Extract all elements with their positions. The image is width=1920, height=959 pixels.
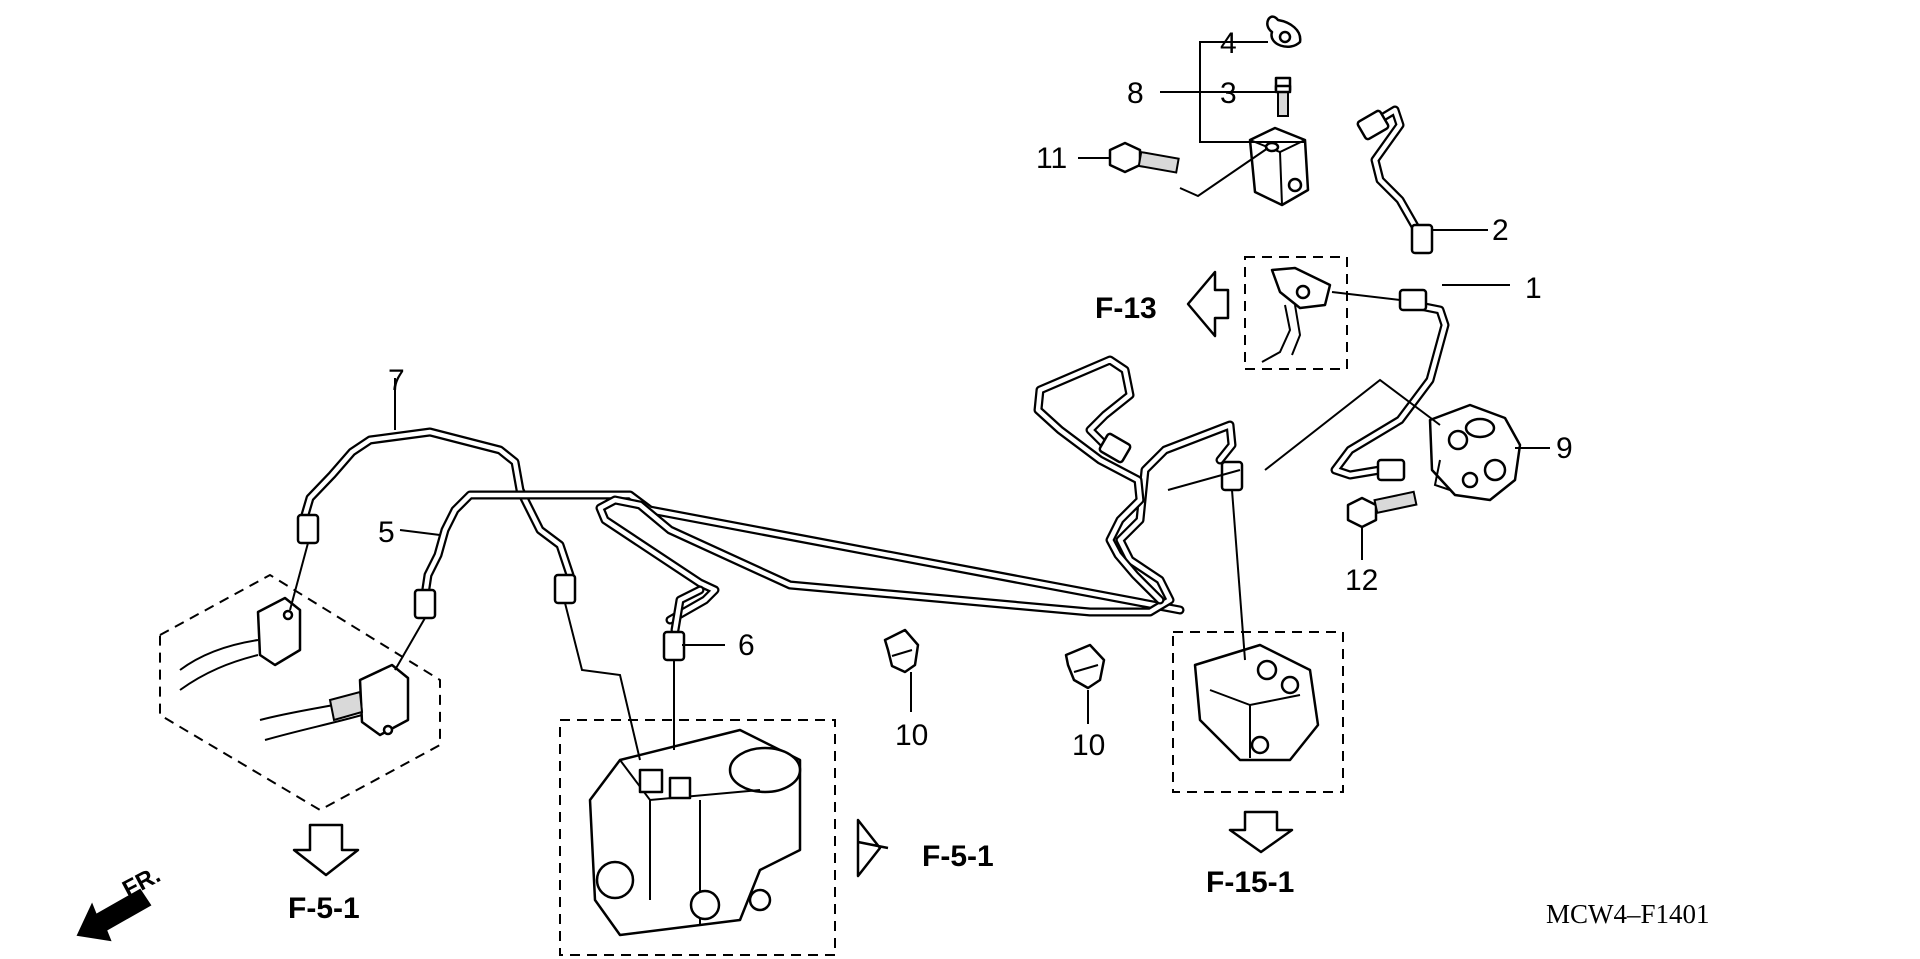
callout-labels: 1 2 3 4 5 6 7 8 9 10 10 11 12 xyxy=(378,27,1573,762)
bolt-12 xyxy=(1346,490,1418,529)
fitting-pipe-1 xyxy=(1398,288,1428,312)
pipe-group xyxy=(300,105,1450,635)
pipe-2 xyxy=(1365,105,1425,240)
callout-5: 5 xyxy=(378,516,395,549)
pipe-6 xyxy=(670,585,705,635)
reference-labels: F-13 F-5-1 F-5-1 F-15-1 xyxy=(288,292,1294,925)
pipe-1 xyxy=(1330,300,1450,480)
fr-direction-arrow xyxy=(76,888,152,942)
callout-10a: 10 xyxy=(895,719,928,752)
callout-11: 11 xyxy=(1036,142,1067,175)
fr-direction-label: FR. xyxy=(118,861,165,903)
clip-10a xyxy=(883,628,920,674)
pipe-7 xyxy=(300,427,575,580)
callout-9: 9 xyxy=(1556,432,1573,465)
ref-f13: F-13 xyxy=(1095,292,1157,325)
fitting-pipe-2-bottom xyxy=(1410,223,1434,255)
inset-front-caliper xyxy=(159,573,441,812)
arrow-to-f51-right xyxy=(856,818,889,878)
callout-8: 8 xyxy=(1127,77,1144,110)
bleeder-screw-3 xyxy=(1274,76,1292,117)
inset-f13 xyxy=(1244,256,1348,370)
callout-7: 7 xyxy=(388,364,405,397)
fitting-mid-left xyxy=(553,573,577,605)
ref-f51-left: F-5-1 xyxy=(288,892,360,925)
fitting-pipe-2-top xyxy=(1356,109,1390,141)
fitting-pipe-run xyxy=(1098,432,1132,464)
callout-4: 4 xyxy=(1220,27,1237,60)
fitting-mid-right xyxy=(1220,460,1244,492)
inset-abs-modulator xyxy=(559,719,836,956)
arrow-to-f51-left xyxy=(292,823,360,877)
arrow-to-f13 xyxy=(1186,270,1230,338)
valve-9 xyxy=(1428,403,1522,502)
pipe-5 xyxy=(420,490,1185,615)
bolt-11 xyxy=(1108,141,1180,174)
callout-10b: 10 xyxy=(1072,729,1105,762)
ref-f151: F-15-1 xyxy=(1206,866,1294,899)
callout-2: 2 xyxy=(1492,214,1509,247)
fitting-pipe-7 xyxy=(296,513,320,545)
arrow-to-f151 xyxy=(1228,810,1294,854)
clip-10b xyxy=(1064,643,1106,690)
diagram-code: MCW4–F1401 xyxy=(1546,899,1710,929)
callout-6: 6 xyxy=(738,629,755,662)
callout-1: 1 xyxy=(1525,272,1542,305)
leader-lines xyxy=(289,41,1550,761)
bracket-8 xyxy=(1248,126,1310,207)
bleeder-cap-4 xyxy=(1266,15,1302,48)
fitting-valve-9 xyxy=(1376,458,1406,482)
inset-f151 xyxy=(1172,631,1344,793)
callout-3: 3 xyxy=(1220,77,1237,110)
pipe-main-run xyxy=(595,355,1237,625)
fitting-pipe-6 xyxy=(662,630,686,662)
ref-f51-right: F-5-1 xyxy=(922,840,994,873)
callout-12: 12 xyxy=(1345,564,1378,597)
fitting-pipe-5 xyxy=(413,588,437,620)
